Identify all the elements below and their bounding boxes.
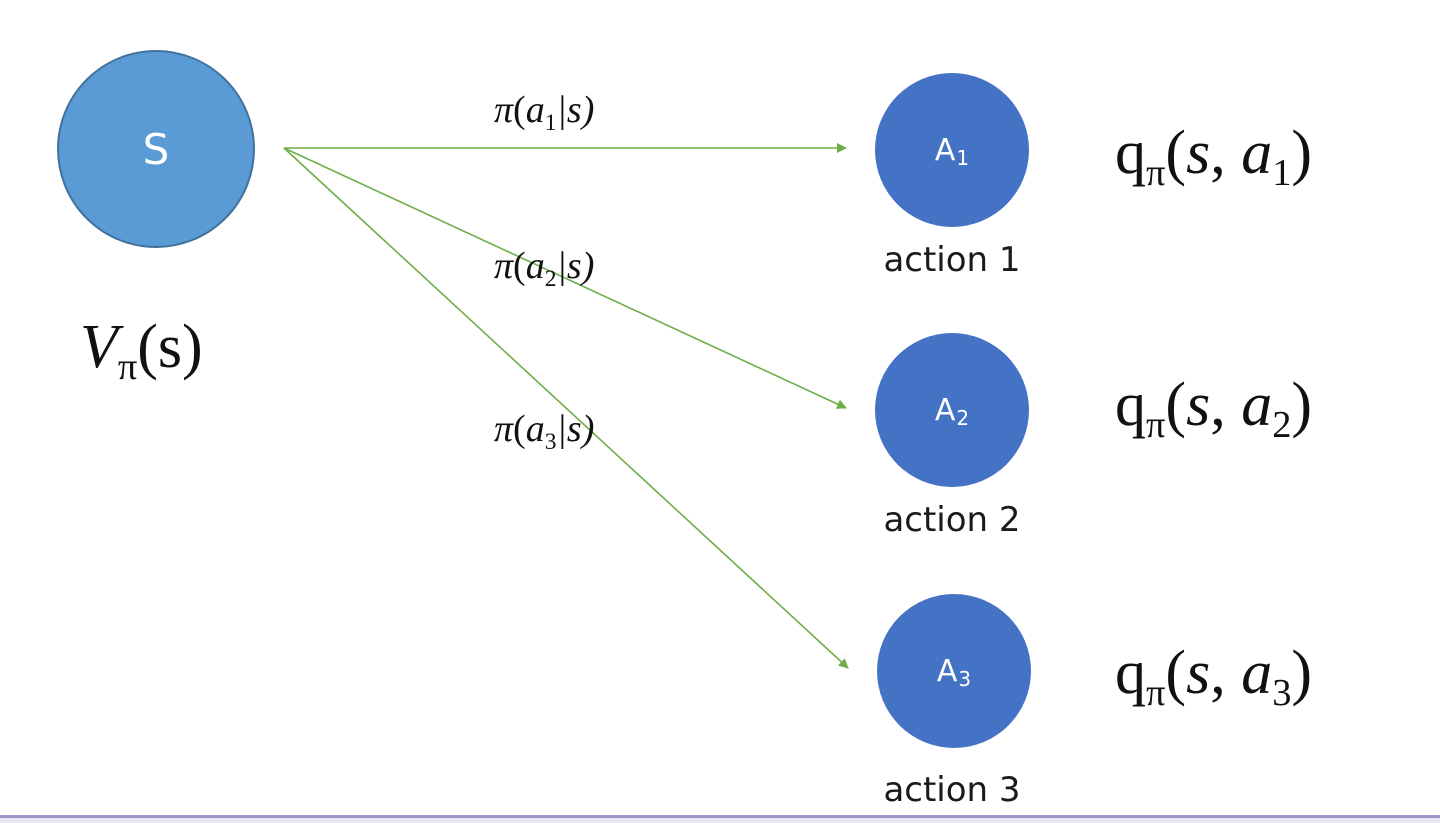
policy-label-2: π(a2|s) (494, 244, 595, 292)
policy-action-subscript: 1 (544, 109, 557, 136)
q-state-symbol: s (1186, 639, 1211, 707)
action-subscript: 1 (956, 146, 970, 170)
q-symbol: q (1115, 639, 1146, 707)
q-comma: , (1210, 639, 1242, 707)
q-state-symbol: s (1186, 371, 1211, 439)
policy-pi: π (494, 408, 514, 450)
value-subscript: π (117, 346, 138, 389)
q-subscript: π (1146, 152, 1166, 195)
policy-action-subscript: 3 (544, 428, 557, 455)
policy-arrow-2 (283, 147, 847, 409)
policy-open-paren: ( (513, 245, 526, 287)
action-letter: A (936, 653, 958, 689)
q-state-symbol: s (1186, 119, 1211, 187)
policy-condition: |s) (556, 245, 595, 287)
value-symbol: V (80, 313, 118, 381)
q-close-paren: ) (1291, 371, 1313, 439)
q-subscript: π (1146, 404, 1166, 447)
action-caption-2: action 2 (883, 500, 1021, 540)
policy-pi: π (494, 245, 514, 287)
action-letter: A (934, 392, 956, 428)
q-value-label-1: qπ(s, a1) (1115, 118, 1313, 194)
q-action-subscript: 1 (1272, 152, 1292, 195)
value-argument: (s) (137, 313, 203, 381)
q-value-label-2: qπ(s, a2) (1115, 370, 1313, 446)
policy-arrow-3 (283, 147, 849, 669)
action-letter: A (934, 132, 956, 168)
q-close-paren: ) (1291, 639, 1313, 707)
q-subscript: π (1146, 672, 1166, 715)
policy-label-1: π(a1|s) (494, 88, 595, 136)
action-caption-1: action 1 (883, 240, 1021, 280)
state-node: S (57, 50, 255, 248)
state-value-label: Vπ(s) (80, 312, 203, 388)
q-open-paren: ( (1165, 371, 1187, 439)
q-action-subscript: 2 (1272, 404, 1292, 447)
q-open-paren: ( (1165, 119, 1187, 187)
policy-action-symbol: a (525, 245, 545, 287)
policy-open-paren: ( (513, 89, 526, 131)
policy-action-subscript: 2 (544, 265, 557, 292)
state-node-label: S (142, 124, 170, 174)
policy-condition: |s) (556, 408, 595, 450)
q-symbol: q (1115, 371, 1146, 439)
policy-action-symbol: a (525, 408, 545, 450)
q-symbol: q (1115, 119, 1146, 187)
q-action-symbol: a (1241, 119, 1273, 187)
action-subscript: 3 (958, 667, 972, 691)
q-open-paren: ( (1165, 639, 1187, 707)
policy-open-paren: ( (513, 408, 526, 450)
policy-pi: π (494, 89, 514, 131)
policy-label-3: π(a3|s) (494, 407, 595, 455)
q-action-symbol: a (1241, 371, 1273, 439)
q-close-paren: ) (1291, 119, 1313, 187)
policy-action-symbol: a (525, 89, 545, 131)
bottom-divider (0, 815, 1440, 823)
q-action-symbol: a (1241, 639, 1273, 707)
action-caption-3: action 3 (883, 770, 1021, 810)
q-comma: , (1210, 119, 1242, 187)
q-comma: , (1210, 371, 1242, 439)
q-value-label-3: qπ(s, a3) (1115, 638, 1313, 714)
q-action-subscript: 3 (1272, 672, 1292, 715)
action-subscript: 2 (956, 406, 970, 430)
policy-condition: |s) (556, 89, 595, 131)
